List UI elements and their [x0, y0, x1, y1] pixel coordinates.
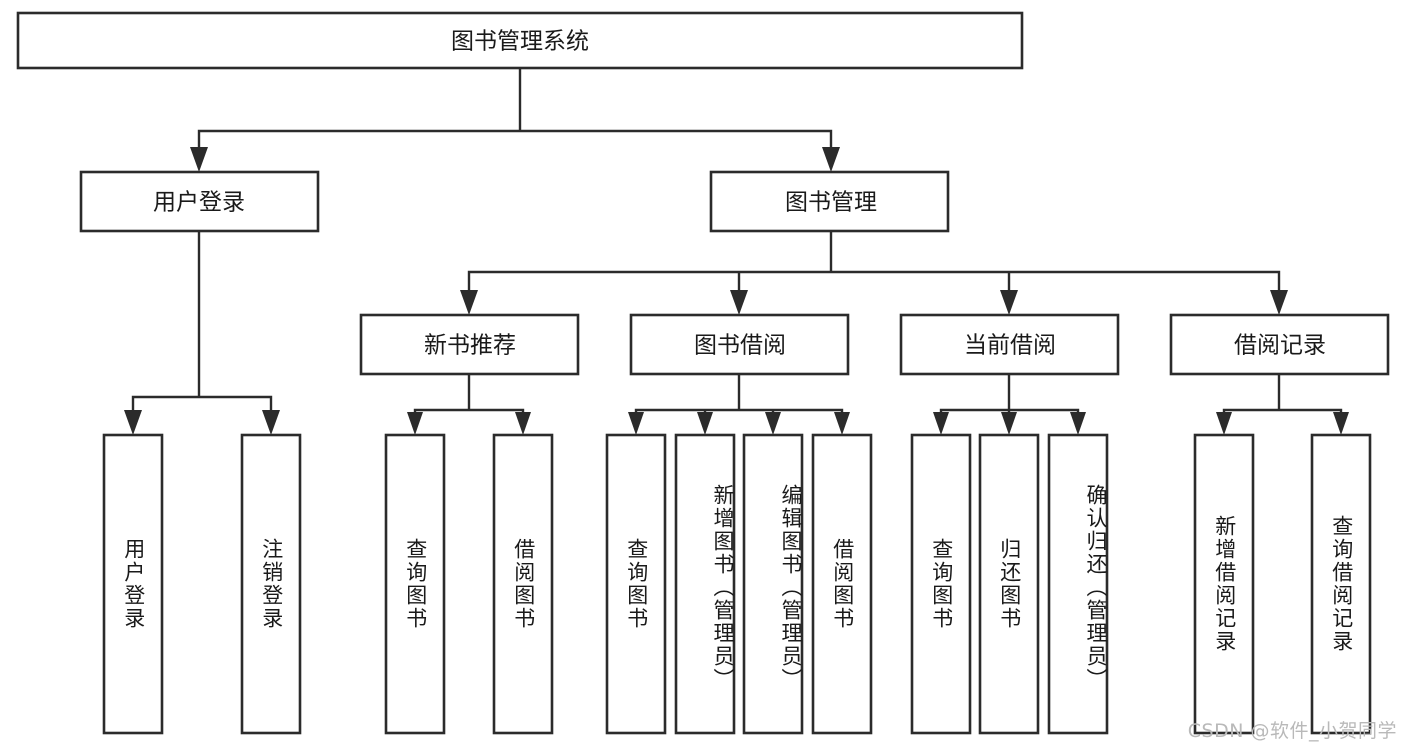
watermark-text: CSDN @软件_小贺同学: [1187, 720, 1397, 742]
node-current-borrow-label: 当前借阅: [964, 333, 1056, 359]
arrowhead-user-login-leaf-2: [262, 410, 280, 435]
arrowhead-current-leaf-1: [933, 412, 949, 435]
arrowhead-to-borrow-record: [1270, 290, 1288, 315]
leaf-box-user-login-2[interactable]: [240, 433, 302, 735]
connector-root-trunk: [197, 66, 833, 154]
arrowhead-recommend-leaf-1: [407, 412, 423, 435]
node-book-borrow-box[interactable]: [629, 313, 850, 376]
arrowhead-borrow-leaf-3: [765, 412, 781, 435]
node-user-login[interactable]: 用户登录: [79, 170, 320, 233]
leaf-box-recommend-1[interactable]: [384, 433, 446, 735]
node-user-login-box[interactable]: [79, 170, 320, 233]
node-new-book-recommend-box[interactable]: [359, 313, 580, 376]
arrowhead-recommend-leaf-2: [515, 412, 531, 435]
arrowhead-record-leaf-1: [1216, 412, 1232, 435]
connector-book-borrow-trunk: [634, 372, 844, 420]
arrowhead-current-leaf-2: [1001, 412, 1017, 435]
arrowhead-borrow-leaf-1: [628, 412, 644, 435]
leaf-box-record-1[interactable]: [1193, 433, 1255, 735]
node-borrow-record-label: 借阅记录: [1234, 333, 1326, 359]
node-current-borrow-box[interactable]: [899, 313, 1120, 376]
arrowhead-to-book-manage: [822, 147, 840, 172]
leaf-box-recommend-2[interactable]: [492, 433, 554, 735]
leaf-box-record-2[interactable]: [1310, 433, 1372, 735]
leaf-box-borrow-1[interactable]: [605, 433, 667, 735]
leaf-box-layer: [102, 433, 1372, 735]
node-new-book-recommend-label: 新书推荐: [424, 333, 516, 359]
connector-layer: [124, 66, 1349, 435]
node-user-login-label: 用户登录: [153, 190, 245, 216]
arrowhead-to-book-borrow: [730, 290, 748, 315]
node-book-borrow[interactable]: 图书借阅: [629, 313, 850, 376]
arrowhead-to-new-book-recommend: [460, 290, 478, 315]
arrowhead-borrow-leaf-2: [697, 412, 713, 435]
arrowhead-user-login-leaf-1: [124, 410, 142, 435]
leaf-box-current-1[interactable]: [910, 433, 972, 735]
arrowhead-record-leaf-2: [1333, 412, 1349, 435]
connector-current-borrow-trunk: [939, 372, 1080, 420]
leaf-box-current-2[interactable]: [978, 433, 1040, 735]
node-borrow-record-box[interactable]: [1169, 313, 1390, 376]
node-current-borrow[interactable]: 当前借阅: [899, 313, 1120, 376]
leaf-box-borrow-3[interactable]: [742, 433, 804, 735]
node-borrow-record[interactable]: 借阅记录: [1169, 313, 1390, 376]
arrowhead-to-user-login: [190, 147, 208, 172]
connector-user-login-trunk: [131, 229, 273, 417]
leaf-box-borrow-4[interactable]: [811, 433, 873, 735]
leaf-box-current-3[interactable]: [1047, 433, 1109, 735]
node-root[interactable]: 图书管理系统: [16, 11, 1024, 70]
connector-borrow-record-trunk: [1222, 372, 1343, 420]
node-book-manage[interactable]: 图书管理: [709, 170, 950, 233]
node-root-box[interactable]: [16, 11, 1024, 70]
leaf-box-borrow-2[interactable]: [674, 433, 736, 735]
leaf-box-user-login-1[interactable]: [102, 433, 164, 735]
connector-new-book-recommend-trunk: [413, 372, 525, 420]
arrowhead-to-current-borrow: [1000, 290, 1018, 315]
node-book-manage-box[interactable]: [709, 170, 950, 233]
node-book-manage-label: 图书管理: [785, 190, 877, 216]
connector-book-manage-trunk: [467, 229, 1281, 297]
arrowhead-borrow-leaf-4: [834, 412, 850, 435]
node-root-label: 图书管理系统: [451, 29, 589, 55]
node-new-book-recommend[interactable]: 新书推荐: [359, 313, 580, 376]
node-book-borrow-label: 图书借阅: [694, 333, 786, 359]
arrowhead-current-leaf-3: [1070, 412, 1086, 435]
